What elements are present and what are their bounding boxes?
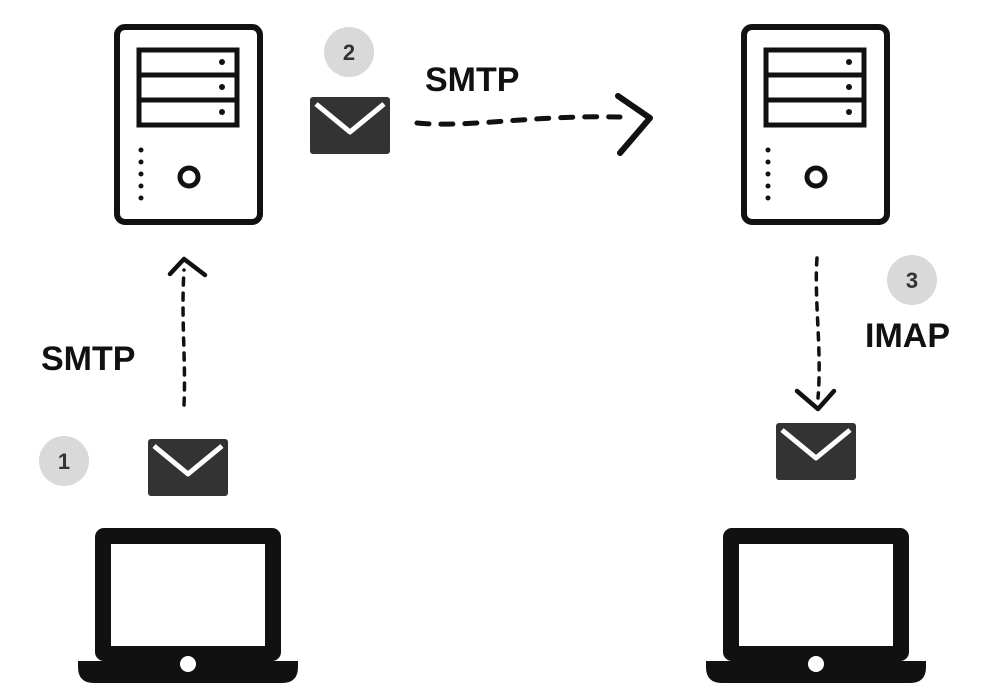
step-badge-3: 3 (887, 255, 937, 305)
sender-server-icon (114, 24, 263, 225)
sender-laptop-icon (78, 528, 298, 683)
recipient-server-icon (741, 24, 890, 225)
step-badge-1: 1 (39, 436, 89, 486)
envelope-icon (148, 439, 228, 496)
protocol-label-step-1: SMTP (41, 340, 135, 378)
arrow-server-to-server (414, 93, 653, 156)
protocol-label-step-2: SMTP (425, 61, 519, 99)
step-number: 2 (343, 40, 355, 65)
step-badge-2: 2 (324, 27, 374, 77)
protocol-label-step-3: IMAP (865, 317, 950, 355)
envelope-icon (776, 423, 856, 480)
step-number: 3 (906, 268, 918, 293)
envelope-icon (310, 97, 390, 154)
arrow-laptop-to-server (167, 256, 208, 407)
arrow-server-to-laptop (794, 256, 837, 412)
step-number: 1 (58, 449, 70, 474)
recipient-laptop-icon (706, 528, 926, 683)
